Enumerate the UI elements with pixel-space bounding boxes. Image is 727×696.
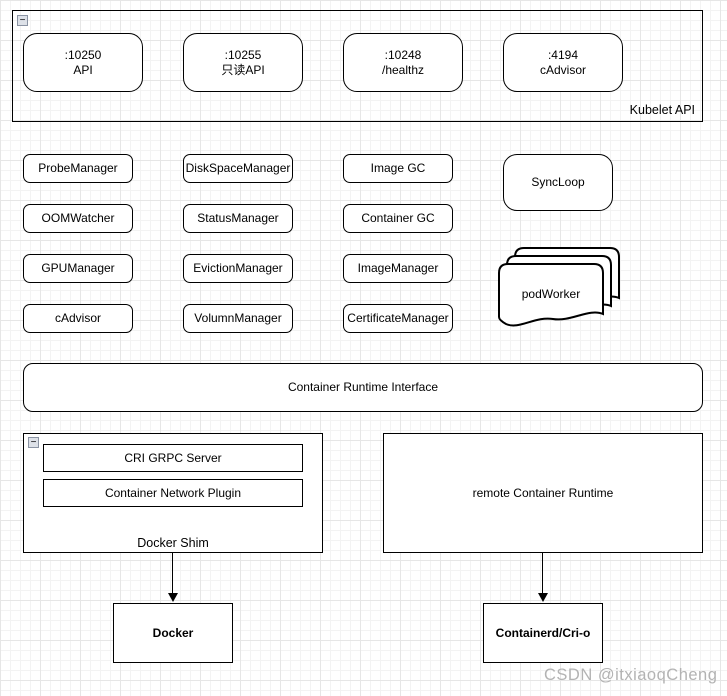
manager-statusmanager: StatusManager [183,204,293,233]
manager-volumnmanager: VolumnManager [183,304,293,333]
arrow-dockershim-to-docker [172,553,173,594]
manager-imagemanager: ImageManager [343,254,453,283]
kubelet-api-group [12,10,703,122]
manager-diskspacemanager: DiskSpaceManager [183,154,293,183]
collapse-icon[interactable]: − [28,437,39,448]
endpoint-port: :10255 [224,47,262,62]
endpoint-port: :10250 [64,47,102,62]
arrowhead-icon [168,593,178,602]
endpoint-cadvisor: :4194 cAdvisor [503,33,623,92]
arrow-remoteruntime-to-containerd [542,553,543,594]
endpoint-name: 只读API [221,62,265,77]
container-runtime-interface-bar: Container Runtime Interface [23,363,703,412]
endpoint-port: :10248 [384,47,422,62]
endpoint-name: API [73,62,93,77]
manager-image-gc: Image GC [343,154,453,183]
manager-probemanager: ProbeManager [23,154,133,183]
containerd-crio-box: Containerd/Cri-o [483,603,603,663]
manager-evictionmanager: EvictionManager [183,254,293,283]
endpoint-name: cAdvisor [539,62,586,77]
arrowhead-icon [538,593,548,602]
csdn-watermark: CSDN @itxiaoqCheng [544,666,718,684]
endpoint-healthz: :10248 /healthz [343,33,463,92]
container-network-plugin-box: Container Network Plugin [43,479,303,507]
manager-container-gc: Container GC [343,204,453,233]
endpoint-readonly-api: :10255 只读API [183,33,303,92]
docker-shim-label: Docker Shim [137,536,209,550]
cri-grpc-server-box: CRI GRPC Server [43,444,303,472]
endpoint-port: :4194 [547,47,578,62]
podworker-document-stack-icon [498,247,620,327]
podworker-label: podWorker [521,287,581,301]
syncloop-box: SyncLoop [503,154,613,211]
remote-container-runtime-box: remote Container Runtime [383,433,703,553]
endpoint-name: /healthz [381,62,425,77]
manager-cadvisor: cAdvisor [23,304,133,333]
manager-gpumanager: GPUManager [23,254,133,283]
manager-certificatemanager: CertificateManager [343,304,453,333]
kubelet-api-label: Kubelet API [629,103,695,117]
collapse-icon[interactable]: − [17,15,28,26]
manager-oomwatcher: OOMWatcher [23,204,133,233]
endpoint-api: :10250 API [23,33,143,92]
docker-box: Docker [113,603,233,663]
